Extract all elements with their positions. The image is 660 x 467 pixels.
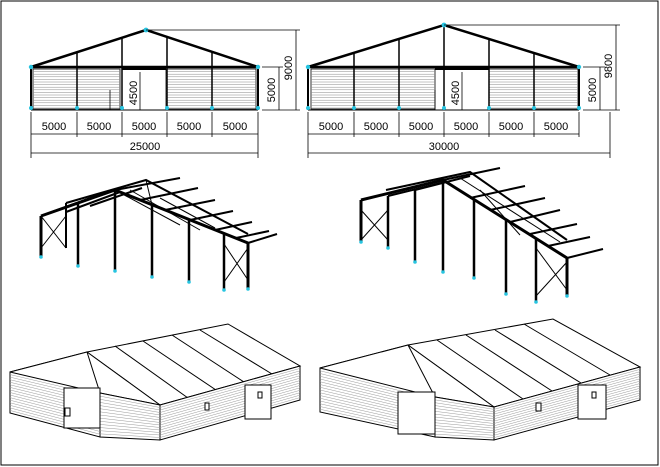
elevation-25m-cladding: [32, 68, 257, 110]
bay-label: 5000: [409, 121, 433, 133]
elevation-25m-dimensions: [30, 29, 300, 158]
door-height-label: 4500: [450, 81, 462, 105]
elevation-30m-cladding: [310, 68, 579, 110]
bay-label: 5000: [42, 121, 66, 133]
bay-label: 5000: [499, 121, 523, 133]
total-span-label: 30000: [429, 141, 460, 153]
elevation-25m-bay-labels: 5000 5000 5000 5000 5000: [42, 121, 247, 133]
bay-label: 5000: [319, 121, 343, 133]
door-height-label: 4500: [128, 81, 140, 105]
bay-label: 5000: [544, 121, 568, 133]
frame-isometric-25m: [39, 177, 278, 292]
elevation-25m-frame: [30, 28, 259, 111]
elevation-25m: 5000 5000 5000 5000 5000 25000 9000 5000…: [28, 27, 300, 158]
bay-label: 5000: [223, 121, 247, 133]
bay-label: 5000: [177, 121, 201, 133]
elevation-30m-joints: [305, 22, 582, 110]
cladded-isometric-25m: [9, 323, 302, 441]
bay-label: 5000: [454, 121, 478, 133]
elevation-25m-joints: [28, 27, 261, 110]
cladded-isometric-30m: [319, 318, 642, 441]
elevation-30m: 5000 5000 5000 5000 5000 5000 30000 9800…: [305, 22, 620, 158]
total-span-label: 25000: [130, 141, 161, 153]
frame-isometric-30m: [359, 167, 604, 304]
bay-label: 5000: [364, 121, 388, 133]
ridge-height-label: 9000: [283, 56, 295, 80]
eave-height-label: 5000: [266, 78, 278, 102]
elevation-30m-bay-labels: 5000 5000 5000 5000 5000 5000: [319, 121, 568, 133]
bay-label: 5000: [87, 121, 111, 133]
eave-height-label: 5000: [587, 78, 599, 102]
bay-label: 5000: [132, 121, 156, 133]
elevation-30m-dimensions: [307, 24, 620, 158]
ridge-height-label: 9800: [603, 54, 615, 78]
